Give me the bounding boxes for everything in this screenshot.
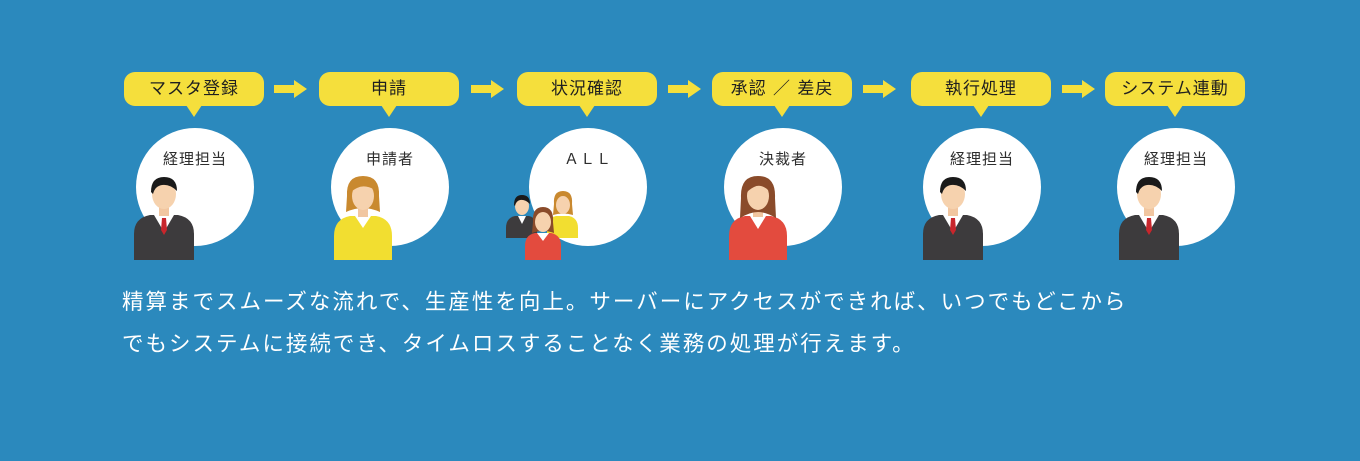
step-label-bubble: 執行処理: [911, 72, 1051, 117]
step-label-bubble: システム連動: [1105, 72, 1245, 117]
flow-arrow-icon: [274, 80, 307, 98]
description-line-2: でもシステムに接続でき、タイムロスすることなく業務の処理が行えます。: [122, 332, 916, 357]
flow-arrow-icon: [471, 80, 504, 98]
role-label: ＡＬＬ: [563, 150, 612, 168]
step-label-bubble: 状況確認: [517, 72, 657, 117]
step-label-bubble: 承認 ／ 差戻: [712, 72, 852, 117]
process-flow: マスタ登録 経理担当 申請 申請者: [124, 72, 1245, 260]
step-label-bubble: マスタ登録: [124, 72, 264, 117]
role-label: 経理担当: [949, 150, 1014, 168]
group-people-icon: [506, 191, 578, 260]
role-label: 経理担当: [1143, 150, 1208, 168]
description-text: 精算までスムーズな流れで、生産性を向上。サーバーにアクセスができれば、いつでもど…: [122, 282, 1302, 366]
flow-arrow-icon: [668, 80, 701, 98]
step-label-bubble: 申請: [319, 72, 459, 117]
role-label: 申請者: [365, 150, 414, 168]
role-label: 経理担当: [162, 150, 227, 168]
woman-applicant-icon: [334, 176, 392, 260]
role-label: 決裁者: [758, 150, 807, 168]
businessman-icon: [1119, 177, 1179, 260]
description-line-1: 精算までスムーズな流れで、生産性を向上。サーバーにアクセスができれば、いつでもど…: [122, 290, 1128, 315]
businessman-icon: [134, 177, 194, 260]
businessman-icon: [923, 177, 983, 260]
flow-arrow-icon: [863, 80, 896, 98]
flow-arrow-icon: [1062, 80, 1095, 98]
woman-approver-icon: [729, 176, 787, 260]
